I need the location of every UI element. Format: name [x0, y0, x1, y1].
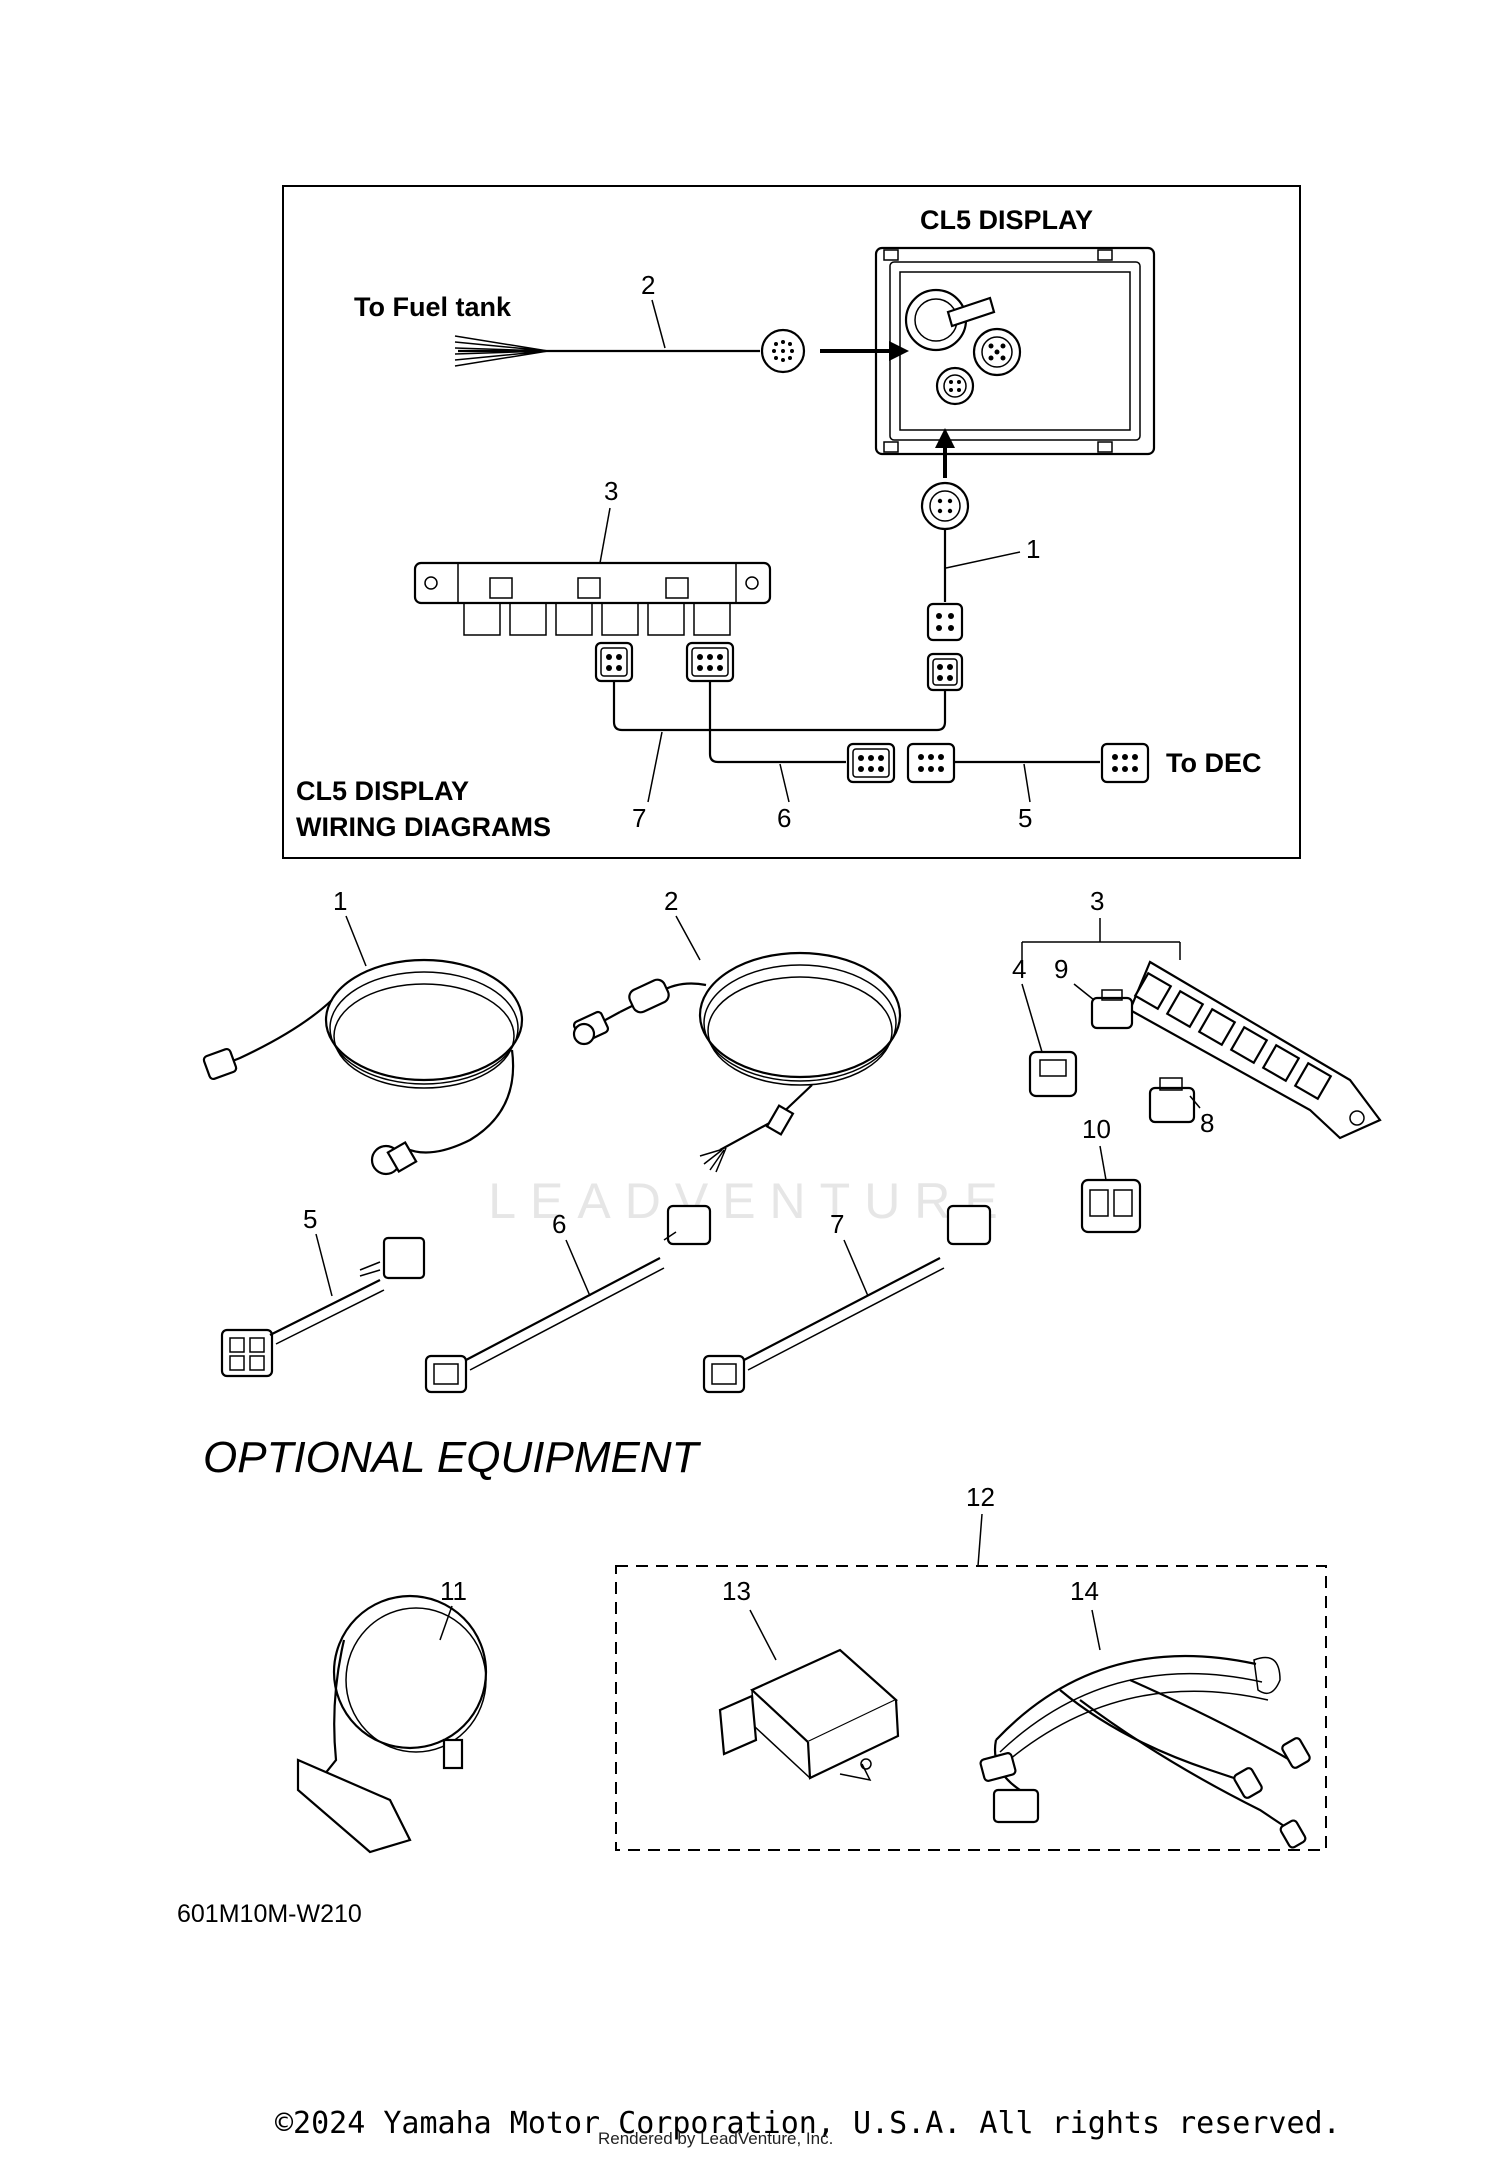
callout-14-part: 14: [1070, 1576, 1099, 1606]
part-14-wire-harness: [979, 1654, 1311, 1849]
cl5-display-title: CL5 DISPLAY: [920, 205, 1093, 235]
callout-6-part: 6: [552, 1209, 566, 1239]
harness-6-wiring: [685, 641, 896, 784]
part-11-sensor: [296, 1594, 488, 1854]
optional-equipment-heading: OPTIONAL EQUIPMENT: [203, 1433, 702, 1482]
callout-6-box: 6: [777, 803, 791, 833]
callout-3-box: 3: [604, 476, 618, 506]
part-10-coupler-cap: [1080, 1178, 1142, 1234]
part-13-control-module: [718, 1648, 900, 1782]
callout-4-part: 4: [1012, 954, 1026, 984]
part-8-cap: [1148, 1077, 1196, 1124]
callout-8-part: 8: [1200, 1108, 1214, 1138]
callout-10-part: 10: [1082, 1114, 1111, 1144]
callout-3-part: 3: [1090, 886, 1104, 916]
wiring-caption-line2: WIRING DIAGRAMS: [296, 812, 551, 842]
part-3-junction-hub: [1128, 960, 1382, 1140]
rendered-by-note: Rendered by LeadVenture, Inc.: [598, 2129, 834, 2148]
callout-7-part: 7: [830, 1209, 844, 1239]
callout-2-box: 2: [641, 270, 655, 300]
to-fuel-tank-label: To Fuel tank: [354, 292, 512, 322]
callout-7-box: 7: [632, 803, 646, 833]
leadventure-watermark: LEADVENTURE: [488, 1173, 1012, 1229]
callout-9-part: 9: [1054, 954, 1068, 984]
callout-2-part: 2: [664, 886, 678, 916]
fuel-tank-harness-wiring: [454, 328, 909, 374]
callout-13-part: 13: [722, 1576, 751, 1606]
part-4-cap: [1028, 1050, 1078, 1098]
part-6-extension-harness: [424, 1204, 712, 1394]
callout-12-part: 12: [966, 1482, 995, 1512]
harness-5-wiring: [906, 742, 1150, 784]
callout-1-part: 1: [333, 886, 347, 916]
callout-1-box: 1: [1026, 534, 1040, 564]
to-dec-label: To DEC: [1166, 748, 1262, 778]
part-7-extension-harness: [702, 1204, 992, 1394]
cl5-display-unit: [874, 246, 1156, 456]
part-2-fuel-tank-harness: [572, 951, 902, 1173]
callout-11-part: 11: [440, 1576, 467, 1606]
part-1-display-harness: [202, 958, 524, 1176]
diagram-code: 601M10M-W210: [177, 1900, 362, 1928]
part-5-dec-harness: [220, 1236, 426, 1378]
wiring-diagram-frame: [282, 185, 1301, 859]
callout-5-box: 5: [1018, 803, 1032, 833]
part-9-cap: [1090, 989, 1134, 1030]
display-harness-wiring: [920, 428, 970, 692]
junction-hub: [413, 561, 772, 636]
wiring-caption-line1: CL5 DISPLAY: [296, 776, 469, 806]
harness-7-wiring: [594, 641, 947, 732]
copyright-footer: ©2024 Yamaha Motor Corporation, U.S.A. A…: [275, 2106, 1341, 2141]
part-12-kit-frame: [615, 1565, 1327, 1851]
callout-5-part: 5: [303, 1204, 317, 1234]
